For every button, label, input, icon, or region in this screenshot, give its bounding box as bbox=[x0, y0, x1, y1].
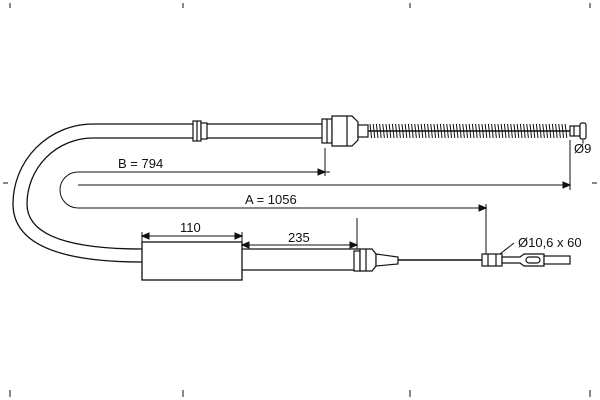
spring bbox=[368, 123, 570, 139]
dimension-dia-eye-leader bbox=[499, 242, 515, 255]
dimension-a bbox=[78, 140, 572, 260]
dimension-235-label: 235 bbox=[288, 230, 310, 245]
sheath-ferrule bbox=[192, 120, 208, 142]
dimension-a-label: A = 1056 bbox=[245, 192, 297, 207]
dimension-b-label: B = 794 bbox=[118, 156, 163, 171]
lower-sleeve bbox=[141, 241, 360, 281]
dimension-dia-9-label: Ø9 bbox=[574, 141, 591, 156]
corner-marks bbox=[3, 3, 597, 397]
lower-cable-end bbox=[481, 253, 571, 267]
upper-end-fitting bbox=[321, 115, 369, 147]
dimension-235 bbox=[240, 218, 359, 249]
dimension-dia-eye-label: Ø10,6 x 60 bbox=[518, 235, 582, 250]
dimension-110 bbox=[140, 232, 244, 242]
dimension-b bbox=[78, 148, 327, 176]
reference-loop bbox=[59, 171, 360, 209]
upper-cable-end bbox=[569, 122, 587, 140]
lower-end-fitting bbox=[353, 248, 484, 272]
dimension-110-label: 110 bbox=[180, 220, 201, 235]
cable-sheath bbox=[12, 123, 322, 263]
